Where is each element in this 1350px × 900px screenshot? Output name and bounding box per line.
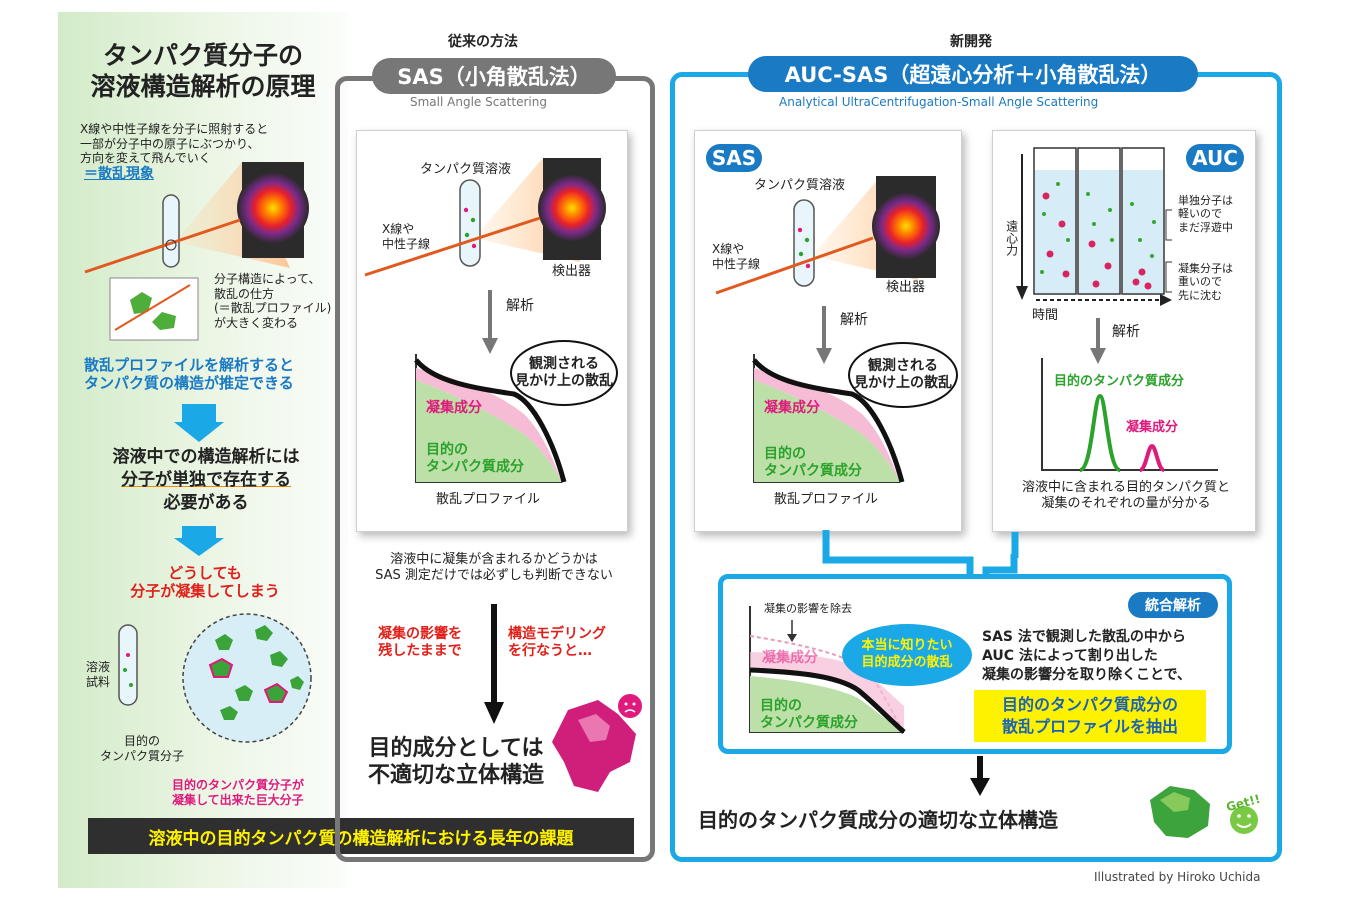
conventional-warn: 凝集の影響を残したままで — [378, 626, 462, 660]
conventional-bubble: 観測される見かけ上の散乱 — [510, 340, 618, 406]
new-bubble: 観測される見かけ上の散乱 — [848, 342, 958, 408]
sample-tube-icon — [118, 624, 138, 706]
peak-target-label: 目的のタンパク質成分 — [1054, 374, 1185, 389]
left-panel — [58, 12, 348, 888]
remove-label: 凝集の影響を除去 — [764, 602, 852, 615]
new-agg-label: 凝集成分 — [764, 400, 820, 416]
new-detector-label: 検出器 — [886, 280, 926, 295]
new-title: AUC-SAS（超遠心分析＋小角散乱法） — [748, 56, 1198, 92]
credit: Illustrated by Hiroko Uchida — [1094, 870, 1261, 884]
sample-label: 溶液試料 — [86, 660, 111, 689]
sad-face-icon — [618, 694, 642, 718]
conventional-title: SAS（小角散乱法） — [372, 58, 616, 94]
peak-agg-label: 凝集成分 — [1126, 420, 1179, 435]
time-label: 時間 — [1032, 308, 1059, 323]
solution-tube-icon — [459, 179, 481, 267]
left-scatter-illustration — [84, 162, 309, 341]
conventional-result: 目的成分としては不適切な立体構造 — [367, 736, 544, 788]
scatter-term: ＝散乱現象 — [84, 166, 154, 182]
profile-text: 分子構造によって、散乱の仕方(＝散乱プロファイル)が大きく変わる — [214, 272, 332, 330]
force-label: 遠心力 — [1004, 220, 1019, 256]
bad-structure-icon — [552, 694, 642, 792]
new-beam-label: X線や中性子線 — [712, 242, 761, 271]
magnified-view — [182, 613, 312, 743]
conventional-down-arrow-icon — [482, 290, 498, 354]
integrated-target-label: 目的のタンパク質成分 — [760, 698, 858, 731]
new-subtitle: Analytical UltraCentrifugation-Small Ang… — [779, 95, 1099, 109]
auc-peak-chart — [1041, 358, 1218, 472]
auc-down-arrow-icon — [1090, 318, 1106, 364]
conventional-analysis-label: 解析 — [506, 298, 534, 314]
conventional-model: 構造モデリングを行なうと… — [508, 626, 606, 660]
new-profile-label: 散乱プロファイル — [774, 492, 879, 507]
new-solution-tube-icon — [793, 199, 815, 287]
new-solution-label: タンパク質溶液 — [754, 178, 846, 193]
conventional-beam-label: X線や中性子線 — [382, 222, 431, 251]
problem-banner: 溶液中の目的タンパク質の構造解析における長年の課題 — [88, 818, 634, 854]
auc-analysis-label: 解析 — [1112, 324, 1140, 340]
conventional-profile-label: 散乱プロファイル — [436, 492, 541, 507]
integrated-profile-chart — [749, 606, 906, 734]
single-molecule-note: 単独分子は軽いのでまだ浮遊中 — [1178, 194, 1233, 234]
integrated-tag: 統合解析 — [1128, 592, 1218, 618]
new-result: 目的のタンパク質成分の適切な立体構造 — [698, 808, 1058, 832]
integrated-agg-label: 凝集成分 — [762, 650, 818, 666]
analysis-text: 散乱プロファイルを解析するとタンパク質の構造が推定できる — [84, 356, 295, 393]
big-molecule-label: 目的のタンパク質分子が凝集して出来た巨大分子 — [172, 778, 305, 807]
auc-note: 溶液中に含まれる目的タンパク質と凝集のそれぞれの量が分かる — [1021, 480, 1230, 511]
conventional-agg-label: 凝集成分 — [426, 400, 482, 416]
target-label: 目的のタンパク質分子 — [100, 734, 185, 763]
intro-text: X線や中性子線を分子に照射すると一部が分子中の原子にぶつかり、方向を変えて飛んで… — [80, 122, 269, 166]
auc-tag: AUC — [1186, 144, 1244, 172]
conventional-header: 従来の方法 — [448, 34, 518, 50]
test-tube-icon — [162, 194, 180, 268]
conventional-sas-illustration — [364, 158, 606, 277]
new-analysis-label: 解析 — [840, 312, 868, 328]
new-profile-chart — [752, 354, 905, 483]
auc-cells-illustration — [1016, 147, 1172, 306]
agg-molecule-note: 凝集分子は重いので先に沈む — [1178, 262, 1233, 302]
smile-face-icon — [1230, 806, 1258, 834]
left-title: タンパク質分子の溶液構造解析の原理 — [90, 41, 316, 102]
agg-text: どうしても分子が凝集してしまう — [130, 564, 280, 601]
new-header: 新開発 — [950, 34, 992, 50]
good-structure-icon — [1150, 786, 1258, 838]
new-target-label: 目的のタンパク質成分 — [764, 446, 862, 479]
new-sas-tag: SAS — [706, 144, 762, 172]
result-arrow-icon — [970, 756, 990, 796]
conventional-result-arrow-icon — [484, 604, 504, 724]
new-sas-down-arrow-icon — [816, 306, 832, 364]
conventional-detector-label: 検出器 — [552, 264, 592, 279]
down-arrow-icon-2 — [174, 526, 224, 556]
sample-illustration — [118, 613, 312, 743]
conventional-target-label: 目的のタンパク質成分 — [426, 442, 524, 475]
true-scatter-bubble: 本当に知りたい目的成分の散乱 — [842, 624, 972, 686]
conventional-profile-chart — [414, 354, 567, 483]
auc-connector — [1011, 532, 1019, 558]
need-text: 溶液中での構造解析には分子が単独で存在する必要がある — [112, 447, 300, 513]
new-sas-illustration — [715, 176, 940, 295]
down-arrow-icon — [174, 404, 224, 442]
highlight-text: 目的のタンパク質成分の散乱プロファイルを抽出 — [974, 690, 1206, 742]
conventional-solution-label: タンパク質溶液 — [420, 162, 512, 177]
conventional-subtitle: Small Angle Scattering — [410, 95, 547, 109]
